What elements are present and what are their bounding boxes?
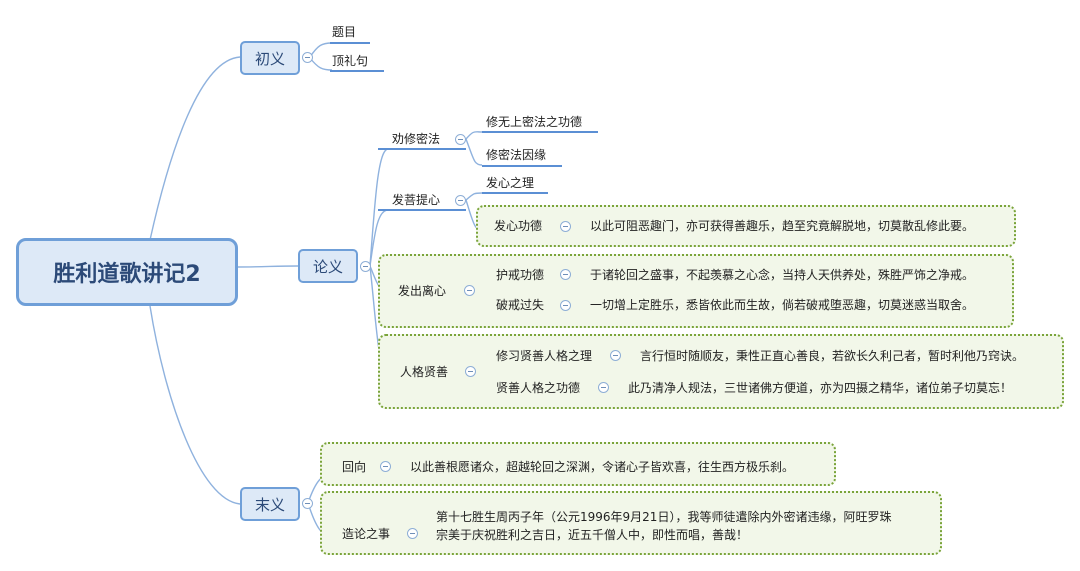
boundary-bodhi-merit <box>476 205 1016 247</box>
collapse-bodhicitta-merit-icon[interactable] <box>560 221 571 232</box>
collapse-composition-origin-icon[interactable] <box>407 528 418 539</box>
subtopic-title[interactable]: 题目 <box>332 25 357 39</box>
composition-origin-line-1: 第十七胜生周丙子年（公元1996年9月21日），我等师徒遣除内外密诸违缘，阿旺罗… <box>436 510 892 524</box>
topic-body[interactable]: 论义 <box>298 249 358 283</box>
node-tantra-cause[interactable]: 修密法因缘 <box>486 148 547 162</box>
subtopic-good-character[interactable]: 人格贤善 <box>400 365 449 379</box>
verse-dedication: 以此善根愿诸众，超越轮回之深渊，令诸心子皆欢喜，往生西方极乐刹。 <box>410 460 795 474</box>
node-bodhicitta-merit[interactable]: 发心功德 <box>494 219 543 233</box>
node-bodhicitta-reason[interactable]: 发心之理 <box>486 176 535 190</box>
topic-conclusion[interactable]: 末义 <box>240 487 300 521</box>
subtopic-bodhicitta[interactable]: 发菩提心 <box>392 193 441 207</box>
collapse-good-character-icon[interactable] <box>465 366 476 377</box>
collapse-keep-precepts-icon[interactable] <box>560 269 571 280</box>
subtopic-homage-verse[interactable]: 顶礼句 <box>332 54 369 68</box>
boundary-origin <box>320 491 942 555</box>
collapse-bodhicitta-icon[interactable] <box>455 195 466 206</box>
topic-intro[interactable]: 初义 <box>240 41 300 75</box>
node-dedication[interactable]: 回向 <box>342 460 367 474</box>
composition-origin-line-2: 宗美于庆祝胜利之吉日，近五千僧人中，即性而唱，善哉！ <box>436 528 749 542</box>
verse-break-precepts: 一切增上定胜乐，悉皆依此而生故，倘若破戒堕恶趣，切莫迷惑当取舍。 <box>590 298 975 312</box>
boundary-dedication <box>320 442 836 486</box>
boundary-renunciation <box>378 254 1014 328</box>
verse-character-reason: 言行恒时随顺友，秉性正直心善良，若欲长久利己者，暂时利他乃窍诀。 <box>640 349 1025 363</box>
node-break-precepts[interactable]: 破戒过失 <box>496 298 545 312</box>
node-keep-precepts[interactable]: 护戒功德 <box>496 268 545 282</box>
verse-bodhicitta-merit: 以此可阻恶趣门，亦可获得善趣乐，趋至究竟解脱地，切莫散乱修此要。 <box>590 219 975 233</box>
node-tantra-merit[interactable]: 修无上密法之功德 <box>486 115 583 129</box>
collapse-break-precepts-icon[interactable] <box>560 300 571 311</box>
node-character-merit[interactable]: 贤善人格之功德 <box>496 381 581 395</box>
node-composition-origin[interactable]: 造论之事 <box>342 527 391 541</box>
root-topic[interactable]: 胜利道歌讲记2 <box>16 238 238 306</box>
collapse-renunciation-icon[interactable] <box>464 285 475 296</box>
collapse-character-reason-icon[interactable] <box>610 350 621 361</box>
boundary-character <box>378 334 1064 409</box>
collapse-character-merit-icon[interactable] <box>598 382 609 393</box>
collapse-intro-icon[interactable] <box>302 52 313 63</box>
collapse-conclusion-icon[interactable] <box>302 498 313 509</box>
collapse-body-icon[interactable] <box>360 261 371 272</box>
verse-keep-precepts: 于诸轮回之盛事，不起羡慕之心念，当持人天供养处，殊胜严饰之净戒。 <box>590 268 975 282</box>
collapse-dedication-icon[interactable] <box>380 461 391 472</box>
verse-character-merit: 此乃清净人规法，三世诸佛方便道，亦为四摄之精华，诸位弟子切莫忘！ <box>628 381 1013 395</box>
collapse-exhort-icon[interactable] <box>455 134 466 145</box>
subtopic-exhort-tantra[interactable]: 劝修密法 <box>392 132 441 146</box>
node-character-reason[interactable]: 修习贤善人格之理 <box>496 349 593 363</box>
subtopic-renunciation[interactable]: 发出离心 <box>398 284 447 298</box>
